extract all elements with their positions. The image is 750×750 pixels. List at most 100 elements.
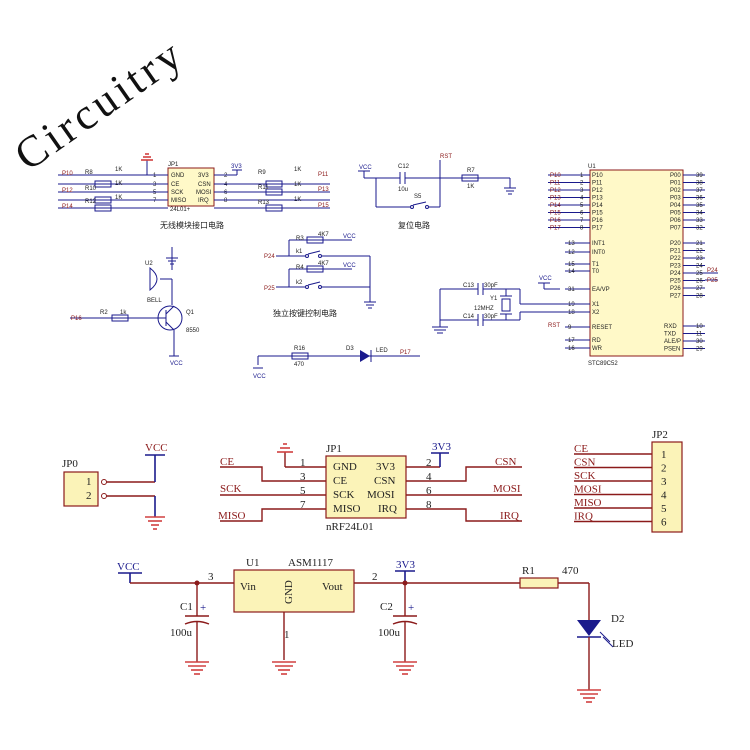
- mcu-ctrl-pin: PSEN: [664, 347, 680, 353]
- resistor-r4: [306, 265, 324, 273]
- jp2-net-label: MISO: [574, 497, 602, 509]
- jp2-pin-num: 1: [661, 449, 667, 461]
- resistor-r11: [265, 188, 283, 196]
- reset-switch-ref: S5: [414, 194, 422, 200]
- mcu-p2-pin: P20: [670, 241, 681, 247]
- c14-ref: C14: [463, 314, 475, 320]
- reg-gnd: GND: [283, 580, 295, 604]
- nrf-chip: [325, 455, 407, 519]
- key-k2: k2: [296, 280, 303, 286]
- jp0-body: [63, 471, 99, 507]
- buzzer-res-ref: R2: [100, 310, 108, 316]
- nrf-pin-sck: SCK: [333, 489, 354, 501]
- mcu-right-pin: P04: [670, 203, 681, 209]
- svg-text:+: +: [200, 602, 206, 614]
- r3-val: 4K7: [318, 232, 329, 238]
- jp2-net-label: IRQ: [574, 511, 593, 523]
- reset-res-val: 1K: [467, 184, 474, 190]
- mcu-mid-num: 13: [568, 241, 575, 247]
- page-title: Circuitry: [6, 28, 194, 180]
- mcu-p2-num: 24: [696, 264, 703, 270]
- reg-ref: U1: [246, 557, 259, 569]
- nrf-pin-ce: CE: [333, 475, 347, 487]
- mcu-ctrl-num: 29: [696, 347, 703, 353]
- mcu-mid-num: 17: [568, 338, 575, 344]
- power-vcc: VCC: [117, 561, 140, 573]
- r1-ref: R1: [522, 565, 535, 577]
- nrf-num-1: 1: [300, 457, 306, 469]
- nrf-net-mosi: MOSI: [493, 483, 521, 495]
- mcu-right-num: 39: [696, 173, 703, 179]
- nrf-net-sck: SCK: [220, 483, 241, 495]
- mcu-p2-pin: P26: [670, 286, 681, 292]
- c13-ref: C13: [463, 283, 475, 289]
- mcu-ctrl-pin: ALE/P: [664, 339, 681, 345]
- net-p10: P10: [62, 171, 73, 177]
- mcu-p2-num: 28: [696, 294, 703, 300]
- d3-ref: D3: [346, 346, 354, 352]
- reset-res-ref: R7: [467, 168, 475, 174]
- reset-cap-val: 10u: [398, 187, 408, 193]
- res-label-r10: R10: [85, 186, 97, 192]
- jp0-connector: JP0 1 2 VCC: [62, 442, 168, 530]
- mcu-right-num: 32: [696, 226, 703, 232]
- mcu-left-num: 1: [580, 173, 584, 179]
- nrf-pin-gnd: GND: [333, 461, 357, 473]
- nrf-pin-miso: MISO: [333, 503, 361, 515]
- reset-vcc: VCC: [359, 165, 372, 171]
- nrf-num-4: 4: [426, 471, 432, 483]
- mcu-right-pin: P02: [670, 188, 681, 194]
- mcu-p2-net: P24: [707, 268, 718, 274]
- nrf-pin-irq: IRQ: [378, 503, 397, 515]
- nrf-pin-csn: CSN: [374, 475, 395, 487]
- mcu-rst-net: RST: [548, 323, 560, 329]
- led-d3-icon: [360, 350, 370, 362]
- mcu-left-num: 7: [580, 218, 584, 224]
- mcu-p2-pin: P27: [670, 294, 681, 300]
- mcu-left-pin: P12: [592, 188, 603, 194]
- mcu-right-num: 38: [696, 181, 703, 187]
- reg-pin1: 1: [284, 629, 290, 641]
- nrf-net-ce: CE: [220, 456, 234, 468]
- led-small-vcc: VCC: [253, 374, 266, 380]
- net-p12: P12: [62, 188, 73, 194]
- resistor-r2: [111, 314, 129, 322]
- mcu-mid-num: 18: [568, 310, 575, 316]
- res-val-r13: 1K: [294, 197, 301, 203]
- res-label-r12: R12: [85, 199, 97, 205]
- mcu-vcc: VCC: [539, 276, 552, 282]
- mcu-ref: U1: [588, 164, 596, 170]
- d2-led-label: LED: [612, 638, 633, 650]
- mcu-mid-pin: T1: [592, 262, 600, 268]
- mcu-right-num: 37: [696, 188, 703, 194]
- pin-miso: MISO: [171, 198, 187, 204]
- resistor-r16: [291, 352, 309, 360]
- net-p15: P15: [318, 203, 329, 209]
- mcu-left-num: 4: [580, 196, 584, 202]
- wireless-caption: 无线模块接口电路: [160, 220, 224, 230]
- buzzer-circuit: U2 BELL Q1 8550 P16 R2 1k VCC: [70, 247, 200, 367]
- vcc-3v3-small: 3V3: [231, 164, 242, 170]
- pin-num-7: 7: [153, 198, 157, 204]
- c2-ref: C2: [380, 601, 393, 613]
- reg-model: ASM1117: [288, 557, 334, 569]
- pin-3v3: 3V3: [198, 173, 209, 179]
- pin-csn: CSN: [198, 182, 211, 188]
- nrf-net-miso: MISO: [218, 510, 246, 522]
- nrf-num-6: 6: [426, 485, 432, 497]
- c2-val: 100u: [378, 627, 401, 639]
- mcu-left-pin: P11: [592, 181, 603, 187]
- resistor-r1: [519, 577, 559, 589]
- jp2-net-label: CE: [574, 443, 588, 455]
- mcu-p2-num: 21: [696, 241, 703, 247]
- jp2-net-label: CSN: [574, 457, 595, 469]
- nrf-3v3: 3V3: [432, 441, 451, 453]
- mcu-p2-pin: P21: [670, 249, 681, 255]
- mcu-left-pin: P14: [592, 203, 603, 209]
- q1-ref: Q1: [186, 310, 195, 316]
- mcu-mid-pin: X2: [592, 310, 600, 316]
- key-net-p25: P25: [264, 286, 275, 292]
